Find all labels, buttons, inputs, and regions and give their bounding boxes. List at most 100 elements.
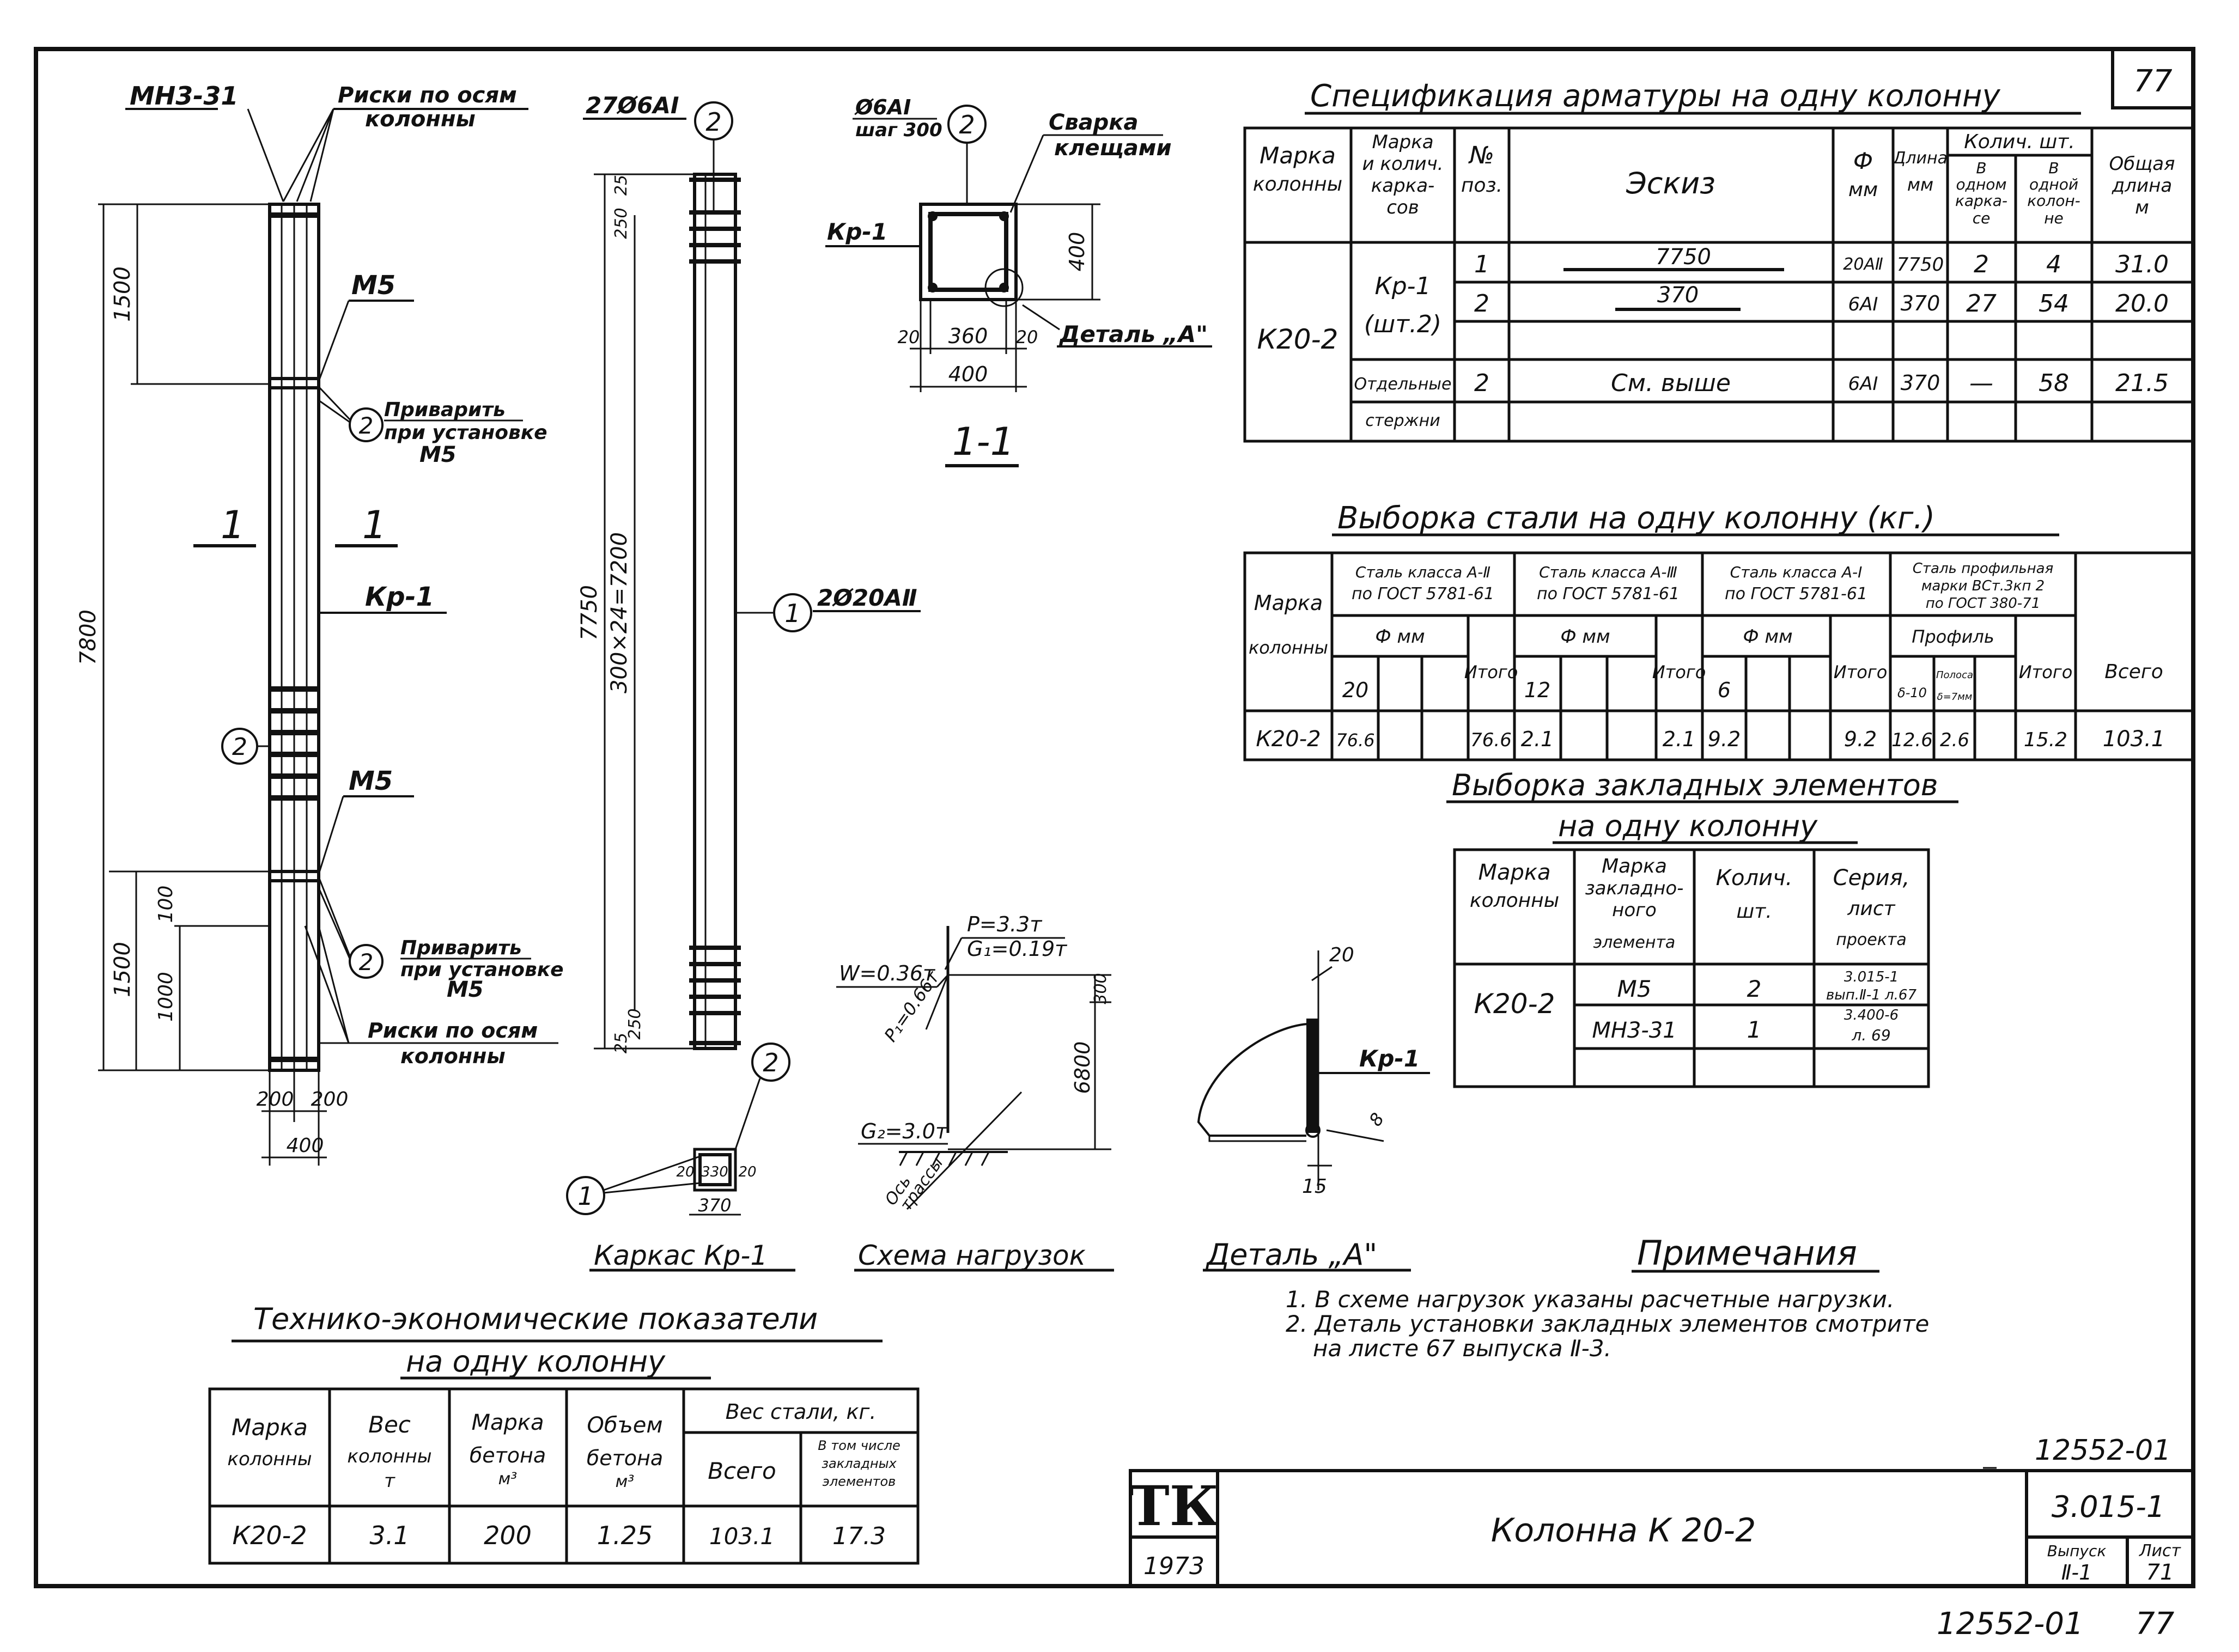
tech-title-2: на одну колонну [406,1344,666,1379]
series: 3.015-1 [2052,1490,2165,1524]
tech-h-volume-1: Объем [587,1413,662,1438]
dim-1500-bottom: 1500 [110,942,135,997]
callout-2-cage: 2 [705,107,721,137]
dim-25-bottom: 25 [612,1033,631,1053]
tech-h-mark-2: колонны [227,1448,312,1470]
embed-r1-count: 2 [1747,976,1762,1002]
spec-h-sketch: Эскиз [1626,166,1715,200]
tk-logo: ТК [1129,1474,1219,1538]
embed-r1-series-2: вып.Ⅱ-1 л.67 [1826,987,1917,1003]
tech-r-total: 103.1 [709,1523,775,1550]
dim-250-bottom: 250 [625,1008,644,1039]
detail-dim-20: 20 [1329,944,1354,966]
spec-r3-len: 370 [1901,371,1940,395]
callout-2-mid: 2 [232,733,247,761]
spec-r1-sketch: 7750 [1656,245,1711,270]
page-number: 77 [2133,64,2173,99]
embed-r2-elem: МН3-31 [1592,1018,1676,1043]
load-scheme-title: Схема нагрузок [858,1240,1086,1271]
dim-250-top: 250 [612,208,631,239]
tech-r-embedded: 17.3 [832,1522,886,1550]
spec-h-inframe-1: В [1976,159,1986,177]
embed-table: Выборка закладных элементов на одну коло… [1446,768,1958,1088]
spec-r1-incol: 4 [2046,251,2061,278]
sheet: 71 [2146,1560,2174,1585]
embed-r2-count: 1 [1747,1016,1762,1043]
spec-r2-len: 370 [1901,291,1940,315]
dim-7800: 7800 [76,609,101,665]
steel-h-itogo-prof: Итого [2019,662,2073,682]
steel-h-cls1-1: Сталь класса А-I [1730,563,1863,581]
dim-7750: 7750 [577,585,602,641]
spec-h-mark-2: колонны [1253,173,1342,196]
spec-frames-2: (шт.2) [1364,310,1441,338]
spec-h-incol-2: одной [2029,175,2078,193]
spec-h-incol-3: колон- [2027,192,2080,210]
embed-h-elem-2: закладно- [1585,877,1684,899]
steel-h-cls3-2: по ГОСТ 5781-61 [1537,584,1680,604]
tech-title-1: Технико-экономические показатели [253,1302,818,1336]
label-m5-top: М5 [351,270,396,301]
spec-r2-incol: 54 [2039,290,2069,318]
spec-h-total-3: м [2135,197,2149,218]
spec-h-dia-2: мм [1848,179,1878,201]
cage-dim-20-left: 20 [676,1164,694,1180]
dim-100: 100 [155,886,177,923]
spec-r1-dia: 20АⅡ [1843,255,1883,274]
steel-h-mark-1: Марка [1254,591,1323,615]
label-step-300: шаг 300 [855,119,942,141]
steel-r-p-total: 15.2 [2024,729,2067,751]
section-title-1-1: 1-1 [952,419,1014,464]
steel-h-s10: δ-10 [1897,685,1927,700]
embed-r1-elem: М5 [1617,976,1652,1002]
label-m5-bottom: М5 [349,766,393,796]
load-g1: G₁=0.19т [967,937,1068,961]
steel-h-plate-2: δ=7мм [1937,691,1973,703]
callout-2-section: 2 [959,110,975,139]
tech-h-volume-2: бетона [587,1446,663,1470]
spec-h-dia-1: Ф [1853,148,1873,174]
cage-dim-330: 330 [701,1164,728,1180]
steel-h-itogo-a2: Итого [1464,662,1518,682]
spec-r1-total: 31.0 [2115,251,2169,278]
dim-300x24: 300×24=7200 [607,532,632,693]
issue: Ⅱ-1 [2061,1560,2092,1584]
sheet-frame [34,47,2195,1588]
label-weld-top-3: М5 [419,442,457,467]
steel-h-phi-a1: Ф мм [1743,626,1792,648]
embed-h-series-3: проекта [1836,930,1906,949]
steel-h-d6: 6 [1718,678,1731,702]
cage-section-title: Каркас Кр-1 [594,1240,768,1271]
notes: Примечания 1. В схеме нагрузок указаны р… [1286,1233,1929,1362]
spec-r3-pos: 2 [1474,369,1489,397]
load-w: W=0.36т [839,961,936,985]
tech-r-weight: 3.1 [369,1521,409,1550]
spec-r3-incol: 58 [2039,369,2069,397]
label-detail-a: Деталь „А" [1058,321,1208,348]
tech-h-weight-3: т [384,1470,396,1492]
embed-h-mark-1: Марка [1478,860,1550,885]
dim-360: 360 [948,324,988,348]
load-scheme: P=3.3т G₁=0.19т W=0.36т P₁=0.66т 300 680… [836,912,1114,1272]
detail-a: 20 Кр-1 8 15 Деталь „А" [1197,944,1430,1272]
steel-r-a2-20: 76.6 [1336,730,1374,751]
dim-200-b: 200 [311,1088,349,1111]
detail-dim-8: 8 [1365,1109,1388,1130]
spec-r3-dia: 6АI [1848,373,1878,395]
spec-r2-dia: 6АI [1848,294,1878,315]
embed-h-series-2: лист [1847,898,1895,920]
spec-h-frames-2: и колич. [1362,153,1444,175]
spec-h-frames-1: Марка [1372,131,1433,153]
label-2d20a2: 2Ø20АⅡ [817,584,917,611]
steel-r-all: 103.1 [2103,727,2165,752]
callout-1-cage-section: 1 [577,1181,593,1211]
load-p: P=3.3т [967,912,1043,936]
label-weld-top-2: при установке [384,422,547,444]
cage-elevation: 27Ø6АI 2 7750 300×24=7200 25 250 250 25 [577,92,921,1053]
label-marks-bottom-2: колонны [400,1044,506,1068]
section-1-1: Ø6АI шаг 300 2 Сварка клещами Кр-1 400 Д… [825,95,1212,467]
steel-h-d20: 20 [1342,678,1368,702]
spec-r3-inframe: — [1969,369,1993,397]
spec-h-inframe-2: одном [1956,175,2006,193]
detail-title: Деталь „А" [1206,1238,1377,1272]
